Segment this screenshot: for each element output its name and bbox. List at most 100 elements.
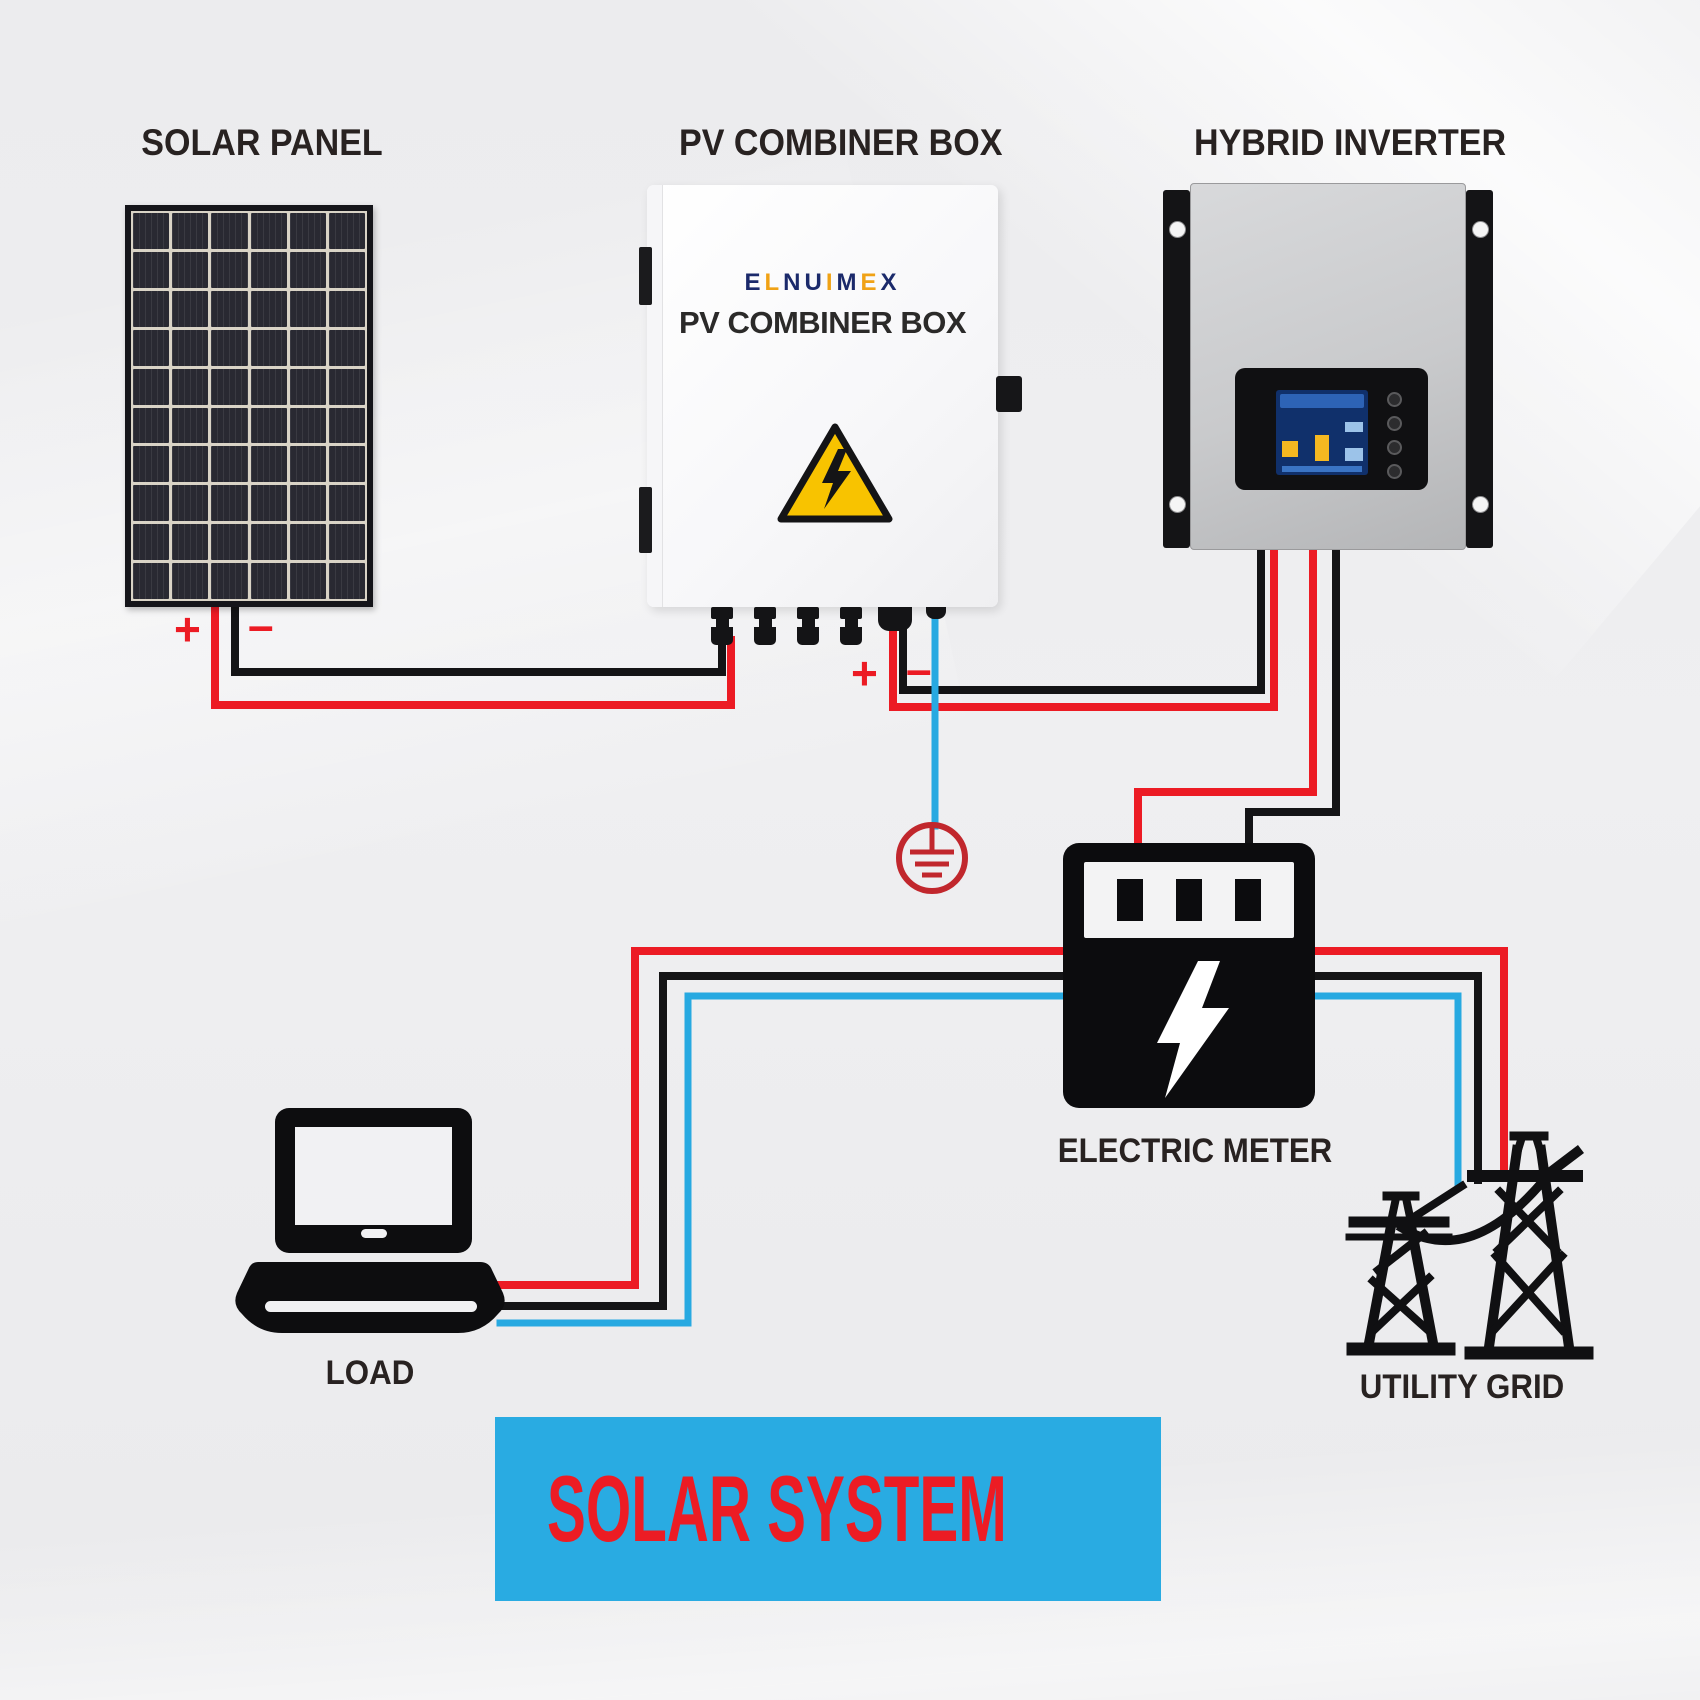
solar-cell — [250, 290, 287, 327]
solar-cell — [289, 213, 326, 249]
inverter-lcd-screen — [1276, 390, 1368, 475]
utility-grid-icon — [1345, 1131, 1594, 1360]
solar-cell — [250, 407, 287, 444]
mc4-connector-row — [709, 607, 864, 645]
solar-cell — [211, 329, 248, 366]
utility-grid-title: UTILITY GRID — [1359, 1368, 1565, 1406]
solar-cell — [211, 446, 248, 483]
solar-cell — [289, 407, 326, 444]
mc4-neck — [715, 619, 729, 627]
solar-cell — [328, 485, 365, 522]
solar-cell — [172, 524, 209, 561]
solar-cell — [250, 251, 287, 288]
meter-grid-blue-wire — [1308, 992, 1462, 1190]
solar-cell — [172, 213, 209, 249]
mc4-base — [797, 627, 819, 645]
solar-cell — [172, 446, 209, 483]
solar-cell — [250, 368, 287, 405]
inverter-bracket-left — [1163, 190, 1190, 548]
meter-grid-red-wire — [1308, 947, 1508, 1180]
pv-positive-wire — [211, 596, 735, 709]
solar-cell — [328, 213, 365, 249]
solar-cell — [289, 251, 326, 288]
inverter-bracket-right — [1466, 190, 1493, 548]
brand-letter: N — [783, 269, 805, 296]
solar-cell — [211, 213, 248, 249]
lightning-bolt-icon — [1157, 961, 1229, 1098]
solar-cell — [172, 368, 209, 405]
mc4-neck — [801, 619, 815, 627]
lcd-icon-block — [1345, 448, 1363, 461]
pv-combiner-box-icon: ELNUIMEX PV COMBINER BOX — [639, 185, 1022, 607]
laptop-icon — [235, 1108, 505, 1333]
solar-cell — [328, 251, 365, 288]
brand-logo: ELNUIMEX — [647, 269, 998, 297]
meter-slot — [1176, 879, 1202, 921]
solar-cell — [133, 213, 170, 249]
inverter-buttons — [1387, 392, 1402, 479]
solar-cell — [289, 563, 326, 599]
combiner-plus-sign: + — [851, 647, 878, 699]
cable-gland-icon — [878, 607, 912, 631]
solar-cell — [172, 485, 209, 522]
pv-combiner-box-title: PV COMBINER BOX — [679, 122, 1003, 163]
solar-cell — [250, 329, 287, 366]
solar-cell — [328, 563, 365, 599]
solar-cell — [172, 251, 209, 288]
solar-cell — [133, 251, 170, 288]
solar-cell — [172, 563, 209, 599]
meter-load-blue-wire — [496, 992, 1070, 1327]
lcd-footer — [1282, 466, 1362, 472]
mc4-neck — [758, 619, 772, 627]
solar-cell — [211, 524, 248, 561]
solar-cell — [211, 368, 248, 405]
solar-cell — [289, 368, 326, 405]
solar-cell — [250, 485, 287, 522]
solar-cell — [133, 407, 170, 444]
combiner-face-label: PV COMBINER BOX — [678, 305, 967, 340]
solar-cell — [250, 524, 287, 561]
solar-cell — [211, 290, 248, 327]
brand-letter: L — [764, 269, 784, 296]
brand-letter: U — [804, 269, 826, 296]
mc4-neck — [844, 619, 858, 627]
solar-cell — [211, 563, 248, 599]
brand-letter: M — [836, 269, 861, 296]
solar-cell — [328, 329, 365, 366]
meter-load-black-wire — [484, 972, 1070, 1310]
diagram-title: SOLAR SYSTEM — [547, 1456, 1007, 1561]
inverter-button — [1387, 392, 1402, 407]
brand-letter: E — [744, 269, 765, 296]
solar-cell — [250, 563, 287, 599]
solar-cell — [133, 329, 170, 366]
mc4-connector-icon — [752, 607, 778, 645]
electric-meter-icon — [1063, 843, 1315, 1108]
inverter-button — [1387, 416, 1402, 431]
solar-cell — [133, 446, 170, 483]
mc4-connector-icon — [795, 607, 821, 645]
lcd-icon-block — [1282, 441, 1298, 457]
hybrid-inverter-icon — [1190, 183, 1466, 550]
title-banner: SOLAR SYSTEM — [495, 1417, 1161, 1601]
mc4-cap — [711, 607, 733, 619]
solar-cell — [289, 485, 326, 522]
mc4-base — [840, 627, 862, 645]
mc4-connector-icon — [709, 607, 735, 645]
combiner-minus-sign: – — [906, 643, 932, 695]
brand-letter: E — [860, 269, 881, 296]
pv-negative-wire — [231, 596, 726, 676]
screw-icon — [1472, 221, 1489, 238]
mc4-cap — [840, 607, 862, 619]
solar-cell — [289, 329, 326, 366]
solar-cell — [172, 407, 209, 444]
inverter-meter-red-wire — [1134, 547, 1317, 850]
inverter-button — [1387, 440, 1402, 455]
panel-minus-sign: – — [248, 599, 274, 651]
mc4-base — [711, 627, 733, 645]
solar-cell — [328, 524, 365, 561]
brand-letter: X — [880, 269, 901, 296]
latch-icon — [996, 376, 1022, 412]
solar-cell — [328, 368, 365, 405]
panel-plus-sign: + — [174, 603, 201, 655]
